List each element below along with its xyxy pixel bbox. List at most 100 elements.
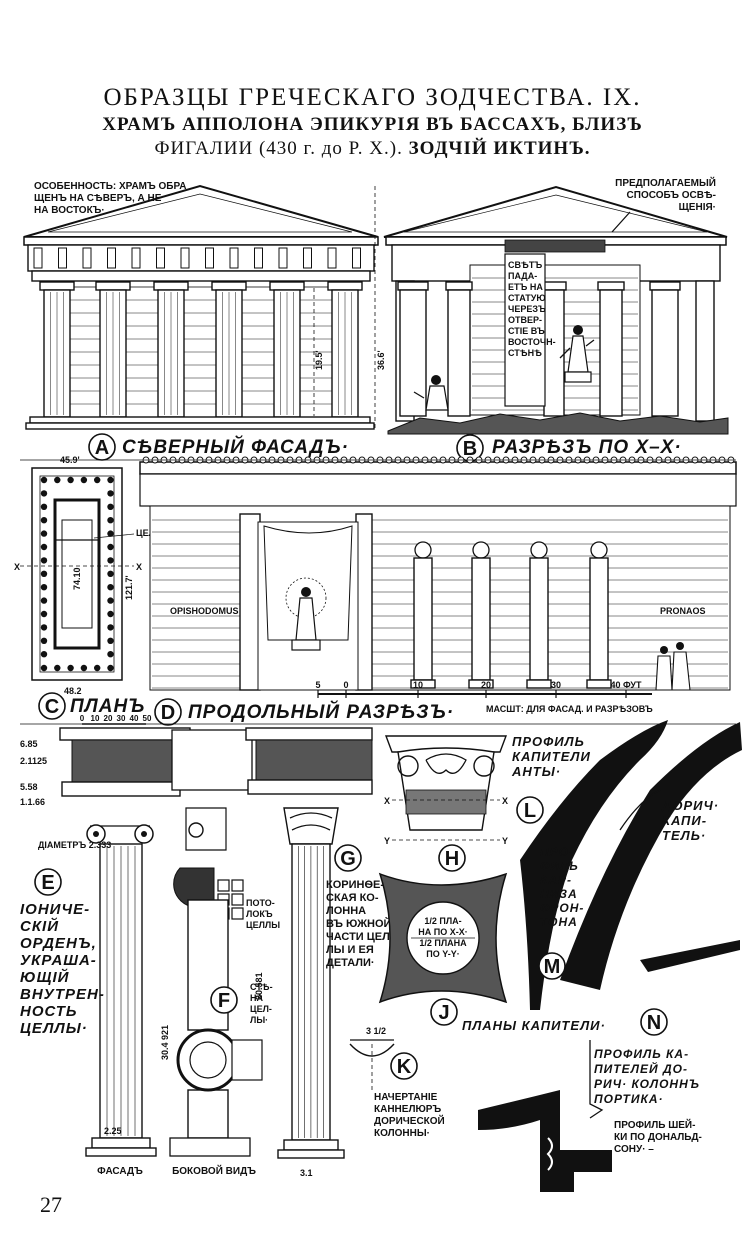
ionic-shaft [413, 557, 433, 681]
plan-column [54, 476, 61, 484]
column-capital [153, 281, 189, 291]
plan-column [40, 651, 48, 658]
triglyph [82, 247, 92, 269]
ionic-volute [414, 541, 432, 559]
corinthian-height-dim: 20.581 [254, 972, 264, 1000]
plan-column [80, 476, 88, 484]
side-shaft-lower [187, 1089, 229, 1139]
subtitle-architect: ЗОДЧІЙ ИКТИНЪ. [402, 138, 591, 159]
panel-j-letter: J [438, 1002, 449, 1024]
triglyph [352, 247, 361, 269]
plan-axis-right: X [136, 562, 142, 572]
scale-tick-label: 30 [551, 680, 561, 690]
panel-a-caption: СѢВЕРНЫЙ ФАСАДЪ· [122, 436, 349, 458]
dim-frieze: 2.1125 [20, 756, 47, 766]
pediment-cornice-profile [560, 722, 742, 990]
scale-tick-label: 5 [315, 680, 320, 690]
plan-column [40, 584, 48, 591]
side-shaft [187, 899, 229, 1139]
plate-title: ОБРАЗЦЫ ГРЕЧЕСКАГО ЗОДЧЕСТВА. IX. [103, 84, 642, 111]
coffer [231, 893, 244, 906]
doric-capital-profile [478, 1090, 612, 1192]
corinthian-frieze [255, 739, 373, 781]
column-capital [269, 281, 305, 291]
scale-tick-label: 20 [481, 680, 491, 690]
panel-a-letter: A [95, 437, 109, 459]
triglyph [303, 247, 312, 269]
triglyph [58, 247, 67, 269]
view-front-label: ФАСАДЪ [97, 1166, 143, 1177]
plan-column [107, 517, 114, 524]
plan-column [107, 651, 114, 658]
pronaos-label: PRONAOS [660, 606, 706, 616]
panel-j-caption: ПЛАНЫ КАПИТЕЛИ· [462, 1018, 606, 1033]
ionic-shaft [589, 557, 609, 681]
plan-column [94, 664, 101, 672]
pronaos-figures-icon [655, 642, 691, 691]
column-capital [211, 281, 247, 291]
column-shaft [543, 289, 565, 417]
plan-column [107, 637, 114, 644]
cella-masonry-lines [48, 299, 354, 405]
triglyph [180, 247, 190, 269]
dim-entablature: 6.85 [20, 739, 38, 749]
necking-note: ПРОФИЛЬ ШЕЙ-КИ ПО ДОНАЛЬД-СОНУ· – [614, 1118, 702, 1155]
coffer [217, 879, 230, 892]
scale-tick-label: 40 ФУТ [611, 680, 642, 690]
triglyph [278, 247, 288, 269]
plan-column [40, 597, 48, 604]
plate-subtitle-1: ХРАМЪ АППОЛОНА ЭПИКУРІЯ ВЪ БАССАХЪ, БЛИЗ… [102, 114, 643, 135]
panel-d-caption: ПРОДОЛЬНЫЙ РАЗРѢЗЪ· [188, 701, 454, 723]
triglyph [131, 247, 141, 269]
triglyph [33, 247, 43, 269]
ionic-base [526, 679, 552, 689]
phigalia-frieze [71, 739, 183, 783]
corinthian-base-dim: 3.1 [300, 1168, 313, 1178]
small-scale-label: 10 [91, 714, 100, 723]
capital-axis-y-left: Y [384, 836, 390, 846]
triglyph [156, 247, 165, 269]
plan-column [107, 557, 114, 564]
plan-column [107, 664, 114, 672]
plan-column [107, 543, 114, 551]
panel-d-letter: D [161, 702, 175, 724]
coffer [231, 907, 244, 920]
ionic-base-dim: 2.25 [104, 1126, 122, 1136]
column-capital [39, 281, 75, 291]
panel-k-letter: K [397, 1056, 412, 1078]
plan-column [40, 543, 48, 551]
column-shaft [399, 289, 427, 417]
capital-axis-x-right: X [502, 796, 508, 806]
scale-tick-label: 10 [413, 680, 423, 690]
ionic-volute [530, 541, 548, 559]
plan-length-dim: 121.7' [124, 575, 134, 600]
plan-column [67, 476, 74, 484]
ionic-base [468, 679, 494, 689]
panel-e-letter: E [41, 872, 54, 894]
diameter-note: ДІАМЕТРЪ 2.333 [38, 840, 111, 850]
column-capital [95, 281, 131, 291]
opisthodomus-label: OPISHODOMUS [170, 606, 239, 616]
corinthian-shaft [291, 843, 331, 1141]
plan-column [40, 610, 48, 618]
plan-column [40, 624, 48, 631]
plan-column [40, 530, 48, 537]
fluting-width-dim: 3 1/2 [366, 1026, 386, 1036]
triglyph [107, 247, 116, 269]
plan-peristyle-columns [40, 476, 114, 672]
small-scale-label: 20 [104, 714, 113, 723]
corinthian-capital [283, 807, 339, 845]
panel-f-letter: F [218, 990, 230, 1012]
column-shaft [651, 289, 679, 417]
